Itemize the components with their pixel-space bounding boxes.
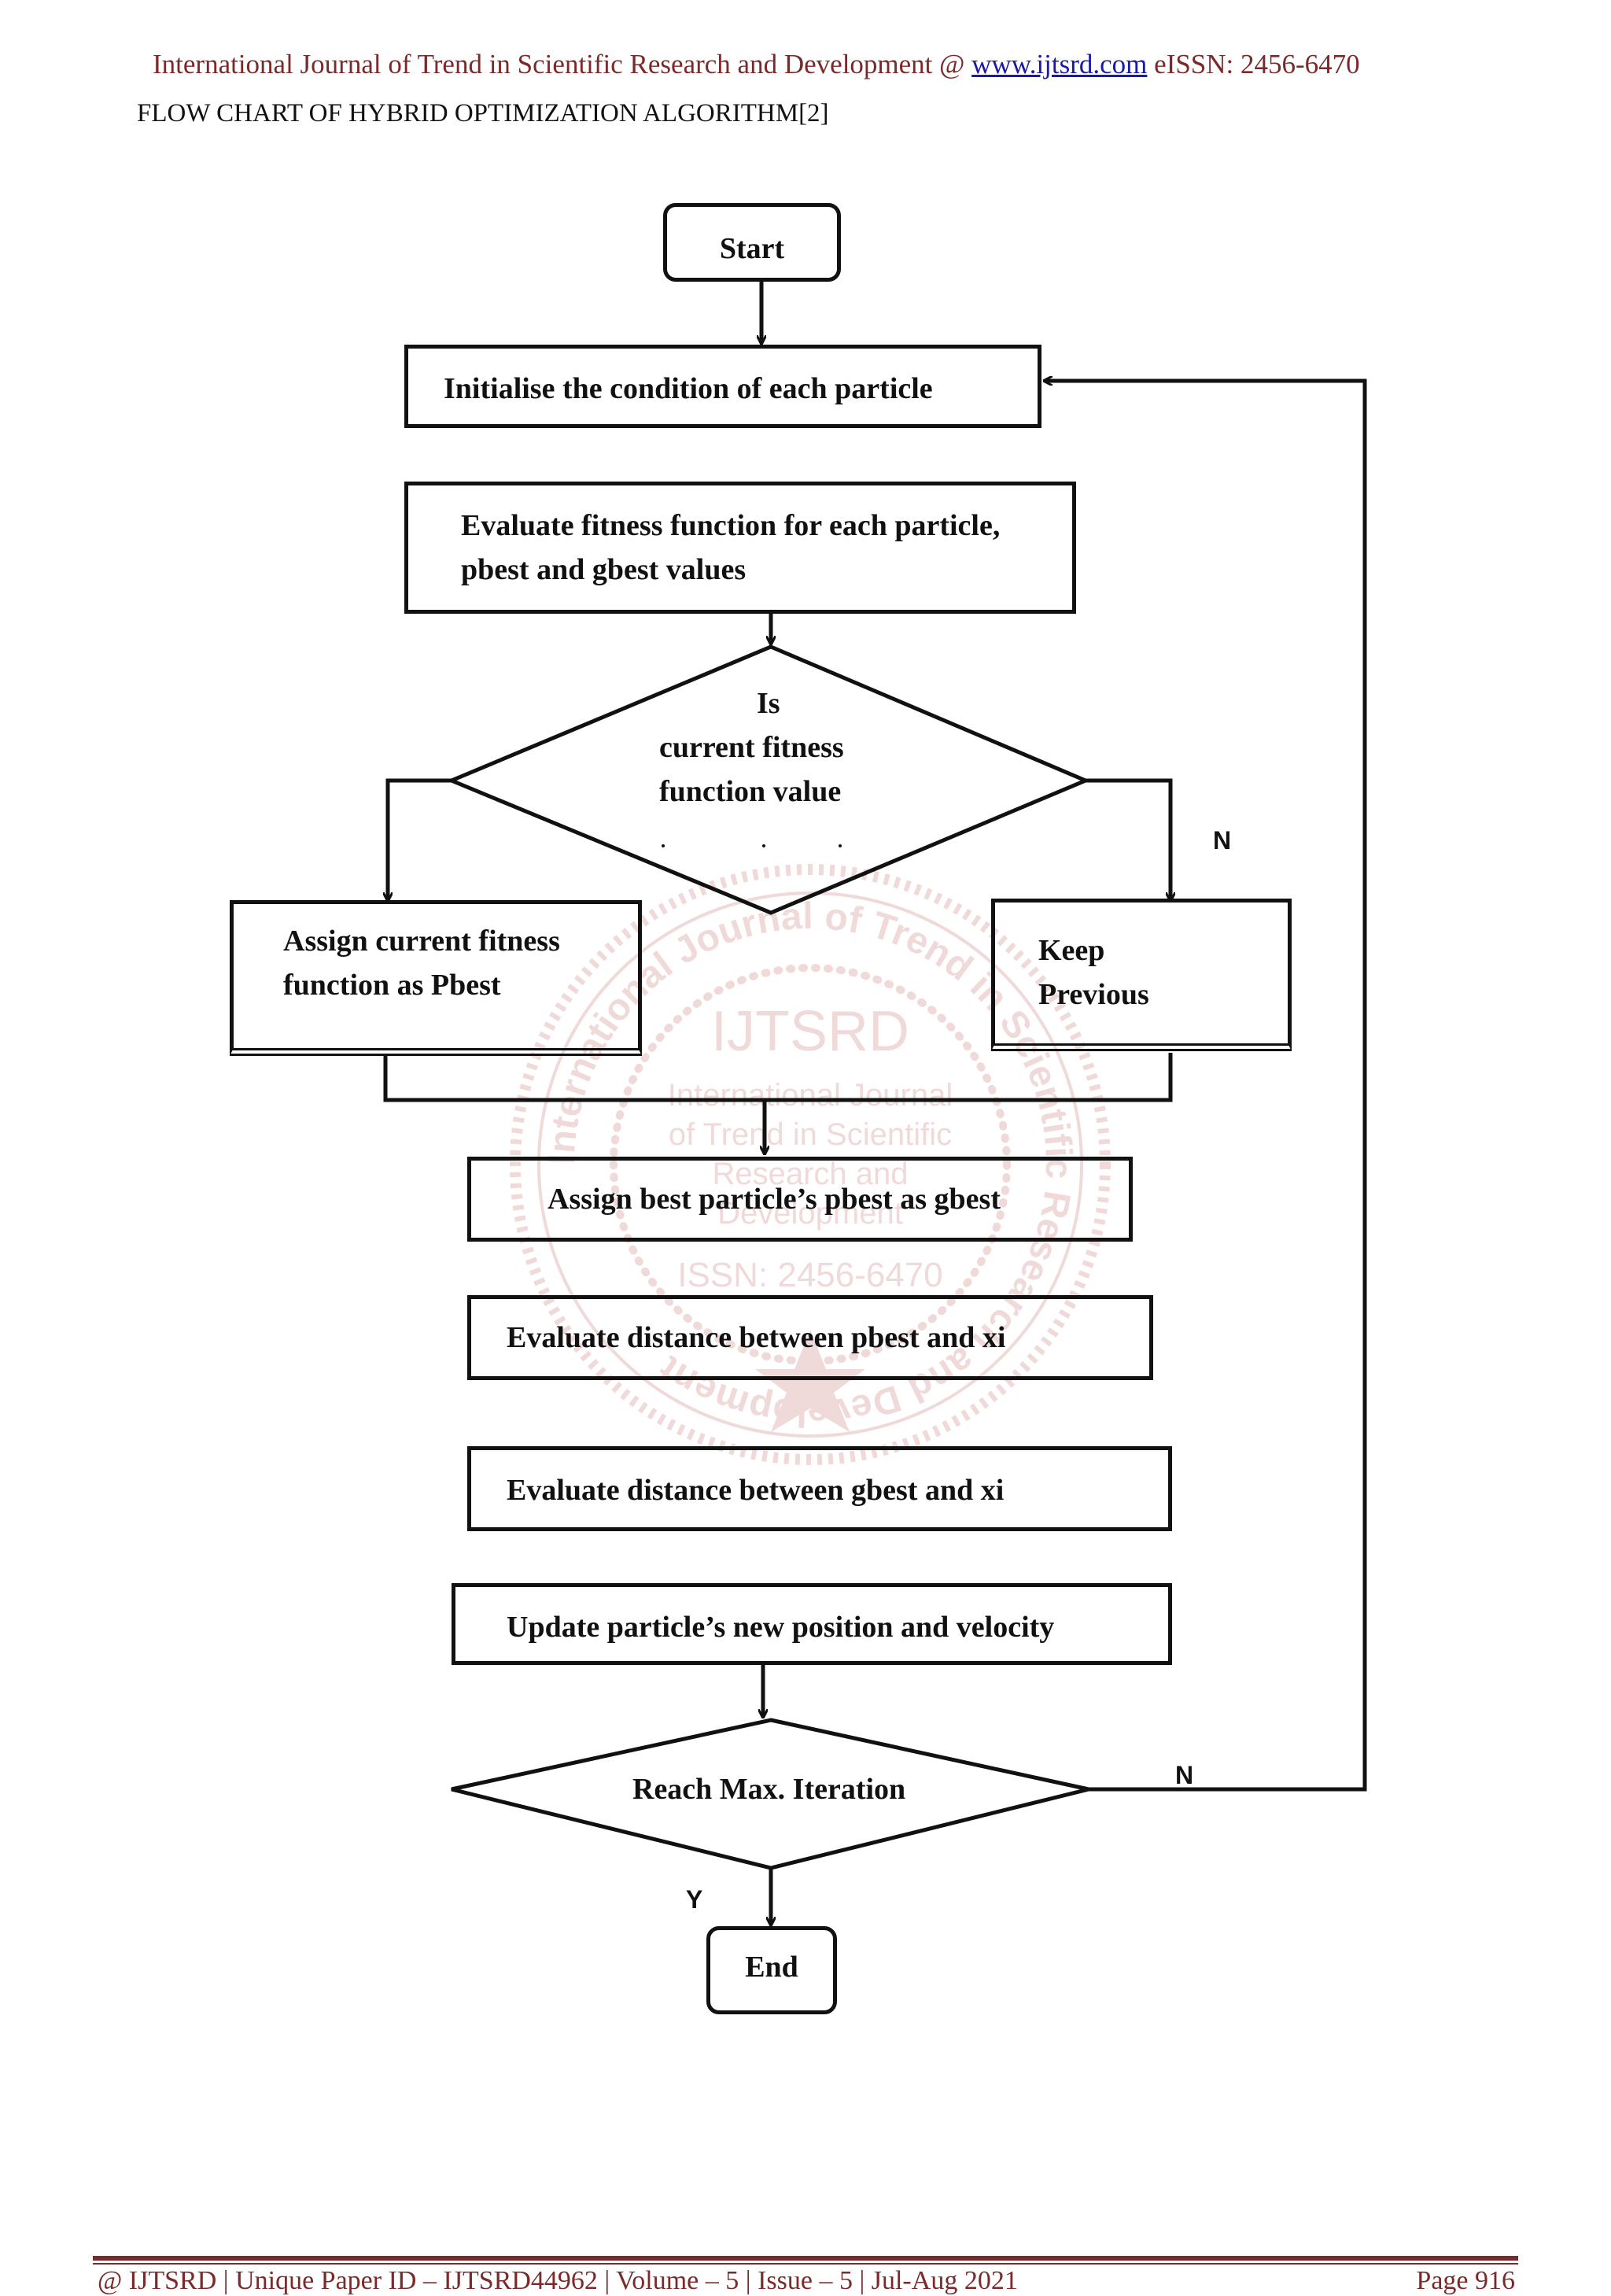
footer-citation: @ IJTSRD | Unique Paper ID – IJTSRD44962… xyxy=(98,2266,1018,2295)
arrow-loop-back-to-initialise xyxy=(1045,381,1367,1792)
journal-prefix: International Journal of Trend in Scient… xyxy=(153,49,972,79)
decision-max-iteration-label: Reach Max. Iteration xyxy=(632,1773,906,1806)
assign-pbest-line1: Assign current fitness xyxy=(283,925,560,958)
update-particle-box xyxy=(452,1583,1172,1665)
journal-header: International Journal of Trend in Scient… xyxy=(153,49,1360,80)
arrow-decision-to-assign-pbest xyxy=(388,778,452,900)
decision-fitness-line3: function value xyxy=(659,775,842,808)
figure-caption: FLOW CHART OF HYBRID OPTIMIZATION ALGORI… xyxy=(137,99,829,127)
evaluate-fitness-line1: Evaluate fitness function for each parti… xyxy=(461,509,1001,542)
assign-gbest-label: Assign best particle’s pbest as gbest xyxy=(547,1183,1001,1216)
merge-line xyxy=(383,1053,1173,1102)
assign-pbest-line2: function as Pbest xyxy=(283,969,501,1002)
evaluate-fitness-box xyxy=(404,482,1076,614)
seal-star-icon xyxy=(755,1330,865,1432)
yes-label: Y xyxy=(686,1885,703,1914)
journal-issn: eISSN: 2456-6470 xyxy=(1147,49,1360,79)
end-label: End xyxy=(745,1951,798,1984)
seal-issn: ISSN: 2456-6470 xyxy=(677,1256,943,1294)
journal-url-link[interactable]: www.ijtsrd.com xyxy=(971,49,1148,79)
assign-gbest-box xyxy=(467,1157,1133,1242)
footer-rule-thin xyxy=(93,2263,1518,2265)
initialise-label: Initialise the condition of each particl… xyxy=(444,372,933,405)
assign-pbest-box xyxy=(230,900,642,1056)
seal-line-2: of Trend in Scientific xyxy=(669,1117,952,1152)
ijtsrd-seal-watermark: International Journal of Trend in Scient… xyxy=(510,864,1111,1465)
arrow-decision-to-keep-previous xyxy=(1086,778,1170,900)
seal-line-1: International Journal xyxy=(668,1078,953,1113)
decision-fitness-line1: Is xyxy=(757,687,780,720)
keep-previous-box xyxy=(991,899,1292,1051)
initialise-box xyxy=(404,345,1041,428)
footer-rule xyxy=(93,2256,1518,2261)
eval-distance-pbest-box xyxy=(467,1295,1153,1380)
end-terminal xyxy=(706,1926,837,2014)
evaluate-fitness-line2: pbest and gbest values xyxy=(461,553,747,586)
update-particle-label: Update particle’s new position and veloc… xyxy=(507,1611,1055,1644)
keep-previous-line1: Keep xyxy=(1038,934,1105,967)
seal-acronym: IJTSRD xyxy=(711,1000,909,1063)
keep-previous-line2: Previous xyxy=(1038,978,1149,1011)
eval-distance-gbest-box xyxy=(467,1446,1172,1531)
page-number: Page 916 xyxy=(1416,2266,1515,2295)
seal-line-4: Development xyxy=(717,1196,903,1231)
start-label: Start xyxy=(719,232,785,265)
eval-distance-gbest-label: Evaluate distance between gbest and xi xyxy=(507,1474,1005,1507)
start-terminal xyxy=(663,203,841,282)
eval-distance-pbest-label: Evaluate distance between pbest and xi xyxy=(507,1321,1006,1354)
decision-diamond-fitness xyxy=(446,644,1091,915)
no-label-max-iteration: N xyxy=(1175,1761,1194,1789)
decision-fitness-line2: current fitness xyxy=(659,731,844,764)
no-label-fitness: N xyxy=(1213,826,1232,855)
seal-line-3: Research and xyxy=(712,1157,908,1191)
